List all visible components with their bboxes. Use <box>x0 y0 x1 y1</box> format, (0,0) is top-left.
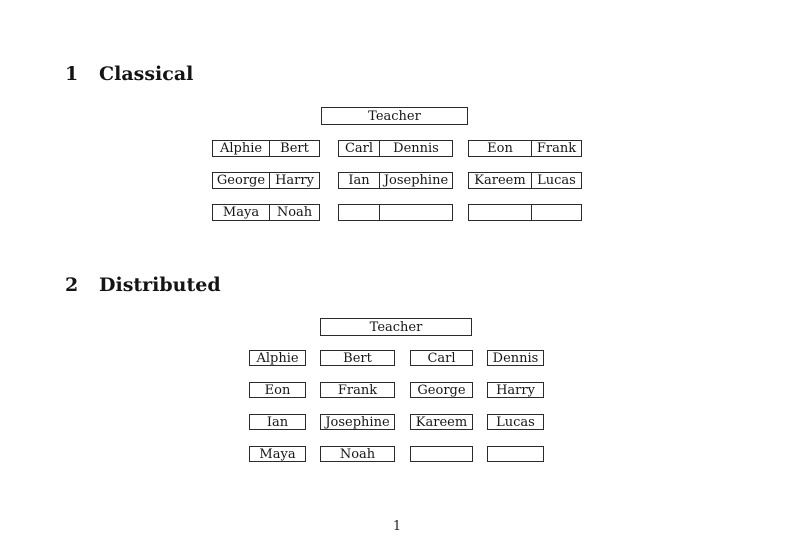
desk-frank: Frank <box>320 382 395 398</box>
desk-lucas: Lucas <box>487 414 544 430</box>
desk-george: George <box>410 382 473 398</box>
seat-left: George <box>213 173 270 188</box>
teacher-label: Teacher <box>368 108 421 124</box>
desk-ian: Ian <box>249 414 306 430</box>
seat-left <box>339 205 380 220</box>
seat-left: Kareem <box>469 173 532 188</box>
seat-left: Alphie <box>213 141 270 156</box>
desk-eon: Eon <box>249 382 306 398</box>
section-number: 2 <box>65 274 79 296</box>
section-title: Classical <box>99 63 194 85</box>
desk-maya: Maya <box>249 446 306 462</box>
desk-ian-josephine: Ian Josephine <box>338 172 453 189</box>
section-heading-distributed: 2 Distributed <box>65 275 221 295</box>
seat-right <box>532 205 581 220</box>
desk-josephine: Josephine <box>320 414 395 430</box>
desk-harry: Harry <box>487 382 544 398</box>
page-number: 1 <box>392 519 402 534</box>
desk-eon-frank: Eon Frank <box>468 140 582 157</box>
desk-dennis: Dennis <box>487 350 544 366</box>
seat-right: Harry <box>275 173 314 188</box>
seat-left: Eon <box>469 141 532 156</box>
seat-right: Dennis <box>393 141 439 156</box>
desk-empty-4 <box>487 446 544 462</box>
desk-empty-2 <box>468 204 582 221</box>
section-title: Distributed <box>99 274 221 296</box>
desk-bert: Bert <box>320 350 395 366</box>
teacher-label: Teacher <box>369 319 423 335</box>
seat-left: Ian <box>339 173 380 188</box>
seat-left <box>469 205 532 220</box>
teacher-box-classical: Teacher <box>321 107 468 125</box>
seat-right: Josephine <box>383 173 449 188</box>
seat-left: Carl <box>339 141 380 156</box>
seat-right: Frank <box>536 141 577 156</box>
desk-alphie: Alphie <box>249 350 306 366</box>
seat-right <box>380 205 452 220</box>
seat-right: Lucas <box>537 173 576 188</box>
desk-carl-dennis: Carl Dennis <box>338 140 453 157</box>
desk-alphie-bert: Alphie Bert <box>212 140 320 157</box>
desk-maya-noah: Maya Noah <box>212 204 320 221</box>
teacher-box-distributed: Teacher <box>320 318 472 336</box>
desk-carl: Carl <box>410 350 473 366</box>
section-number: 1 <box>65 63 79 85</box>
desk-empty-1 <box>338 204 453 221</box>
desk-kareem: Kareem <box>410 414 473 430</box>
seat-left: Maya <box>213 205 270 220</box>
desk-noah: Noah <box>320 446 395 462</box>
desk-kareem-lucas: Kareem Lucas <box>468 172 582 189</box>
desk-george-harry: George Harry <box>212 172 320 189</box>
desk-empty-3 <box>410 446 473 462</box>
seat-right: Bert <box>280 141 309 156</box>
seat-right: Noah <box>276 205 313 220</box>
section-heading-classical: 1 Classical <box>65 64 193 84</box>
